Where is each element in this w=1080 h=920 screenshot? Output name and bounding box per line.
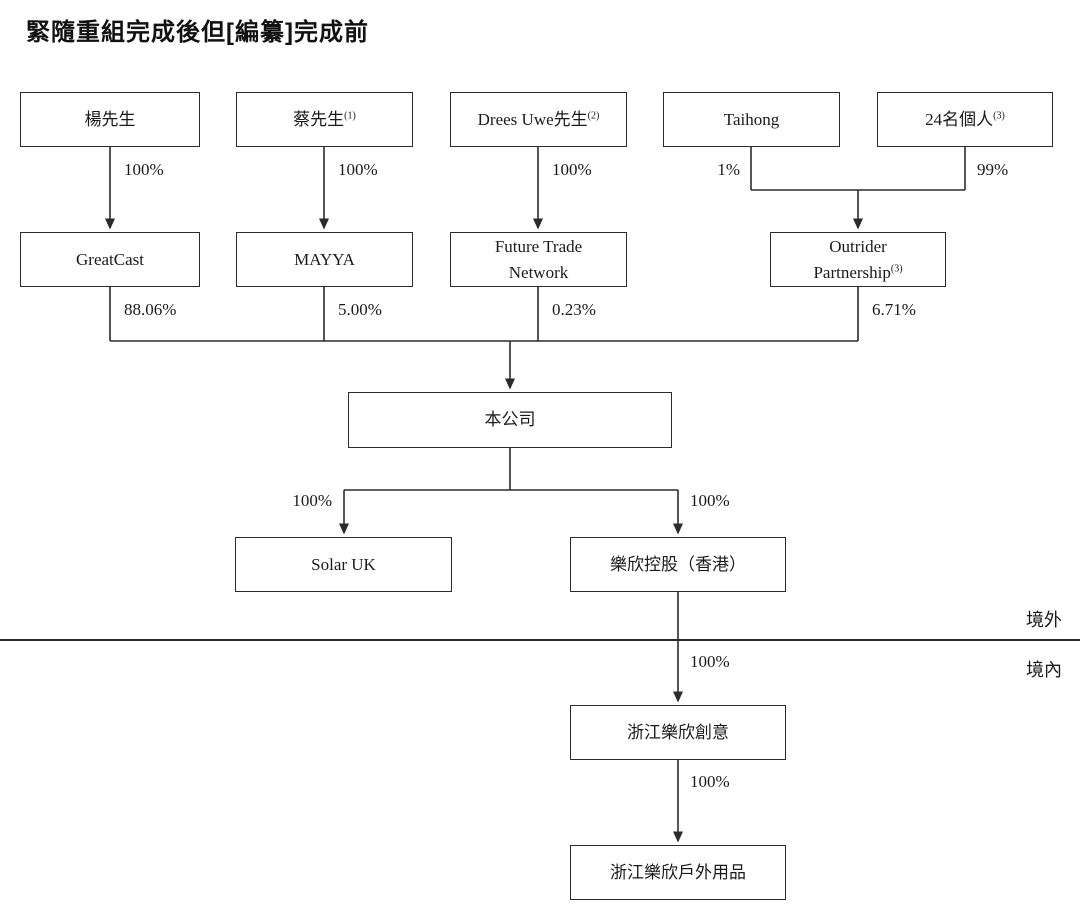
node-lexin-holdings-hk: 樂欣控股（香港） [570,537,786,592]
ownership-yang-greatcast: 100% [124,160,164,179]
node-greatcast: GreatCast [20,232,200,287]
ownership-company-lexin-hk: 100% [690,491,730,510]
region-label-onshore: 境內 [1026,660,1062,680]
ownership-drees-ftn: 100% [552,160,592,179]
ownership-greatcast-company: 88.06% [124,300,177,319]
node-mayya: MAYYA [236,232,413,287]
ownership-chuangyi-outdoor: 100% [690,772,730,791]
node-zhejiang-lexin-chuangyi: 浙江樂欣創意 [570,705,786,760]
ownership-taihong-outrider: 1% [717,160,740,179]
ownership-cai-mayya: 100% [338,160,378,179]
node-mr-cai: 蔡先生(1) [236,92,413,147]
ownership-company-solar-uk: 100% [292,491,332,510]
diagram-title: 緊隨重組完成後但[編纂]完成前 [26,19,369,46]
node-taihong: Taihong [663,92,840,147]
node-24-individuals: 24名個人(3) [877,92,1053,147]
ownership-ftn-company: 0.23% [552,300,596,319]
ownership-outrider-company: 6.71% [872,300,916,319]
node-mr-yang: 楊先生 [20,92,200,147]
region-label-offshore: 境外 [1026,610,1062,630]
node-solar-uk: Solar UK [235,537,452,592]
ownership-mayya-company: 5.00% [338,300,382,319]
node-zhejiang-lexin-outdoor: 浙江樂欣戶外用品 [570,845,786,900]
node-mr-drees-uwe: Drees Uwe先生(2) [450,92,627,147]
node-future-trade-network: Future Trade Network [450,232,627,287]
node-outrider-partnership: Outrider Partnership(3) [770,232,946,287]
ownership-lexin-hk-chuangyi: 100% [690,652,730,671]
ownership-individuals-outrider: 99% [977,160,1009,179]
node-the-company: 本公司 [348,392,672,448]
